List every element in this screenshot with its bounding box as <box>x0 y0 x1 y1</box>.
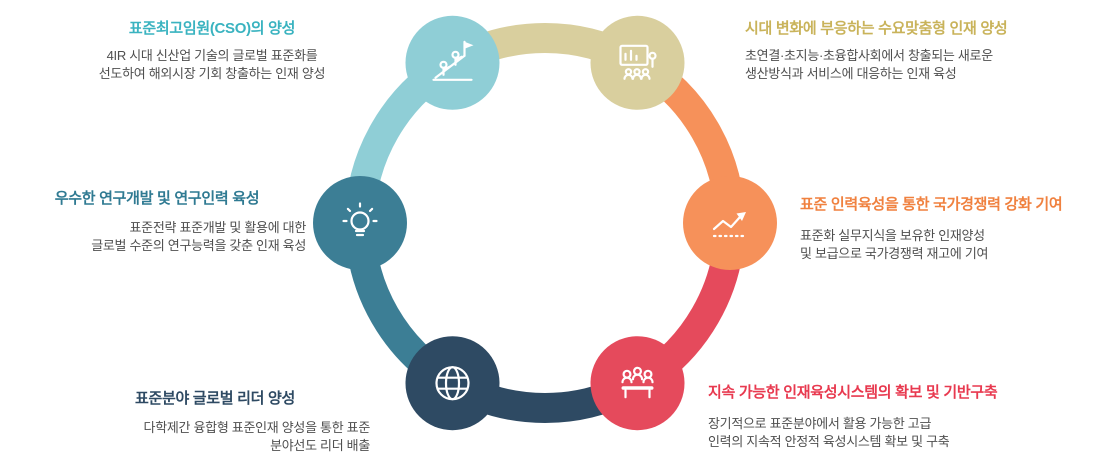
item-title: 표준분야 글로벌 리더 양성 <box>134 390 296 407</box>
item-block-demand: 시대 변화에 부응하는 수요맞춤형 인재 양성 초연결·초지능·초융합사회에서 … <box>745 20 1115 83</box>
cycle-ring <box>345 23 745 423</box>
item-title: 우수한 연구개발 및 연구인력 육성 <box>54 190 260 207</box>
item-body: 다학제간 융합형 표준인재 양성을 통한 표준 분야선도 리더 배출 <box>143 419 371 453</box>
lightbulb-icon <box>341 201 379 237</box>
node-rnd <box>313 176 407 270</box>
item-body: 초연결·초지능·초융합사회에서 창출되는 새로운 생산방식과 서비스에 대응하는… <box>745 47 993 81</box>
item-block-cso: 표준최고임원(CSO)의 양성 4IR 시대 신산업 기술의 글로벌 표준화를 … <box>28 20 396 83</box>
item-body: 표준전략 표준개발 및 활용에 대한 글로벌 수준의 연구능력을 갖춘 인재 육… <box>91 219 306 253</box>
item-block-sustainable: 지속 가능한 인재육성시스템의 확보 및 기반구축 장기적으로 표준분야에서 활… <box>708 384 1120 451</box>
item-title: 지속 가능한 인재육성시스템의 확보 및 기반구축 <box>708 384 998 401</box>
item-body: 표준화 실무지식을 보유한 인재양성 및 보급으로 국가경쟁력 재고에 기여 <box>800 227 989 261</box>
node-cso <box>405 15 500 110</box>
item-title: 시대 변화에 부응하는 수요맞춤형 인재 양성 <box>745 20 1008 37</box>
item-block-rnd: 우수한 연구개발 및 연구인력 육성 표준전략 표준개발 및 활용에 대한 글로… <box>8 190 307 255</box>
climb-flag-icon <box>432 40 474 81</box>
node-competitiveness <box>683 176 777 270</box>
globe-icon <box>435 366 470 401</box>
item-body: 4IR 시대 신산업 기술의 글로벌 표준화를 선도하여 해외시장 기회 창출하… <box>98 47 326 81</box>
node-demand <box>590 15 685 110</box>
presentation-icon <box>619 44 657 80</box>
node-global-leader <box>405 336 500 431</box>
growth-chart-icon <box>712 212 746 238</box>
item-title: 표준최고임원(CSO)의 양성 <box>128 20 296 37</box>
item-title: 표준 인력육성을 통한 국가경쟁력 강화 기여 <box>800 196 1063 213</box>
node-sustainable <box>590 336 685 431</box>
item-block-global-leader: 표준분야 글로벌 리더 양성 다학제간 융합형 표준인재 양성을 통한 표준 분… <box>60 390 370 455</box>
meeting-people-icon <box>621 366 654 399</box>
item-block-competitiveness: 표준 인력육성을 통한 국가경쟁력 강화 기여 표준화 실무지식을 보유한 인재… <box>800 196 1120 263</box>
item-body: 장기적으로 표준분야에서 활용 가능한 고급 인력의 지속적 안정적 육성시스템… <box>708 415 950 449</box>
